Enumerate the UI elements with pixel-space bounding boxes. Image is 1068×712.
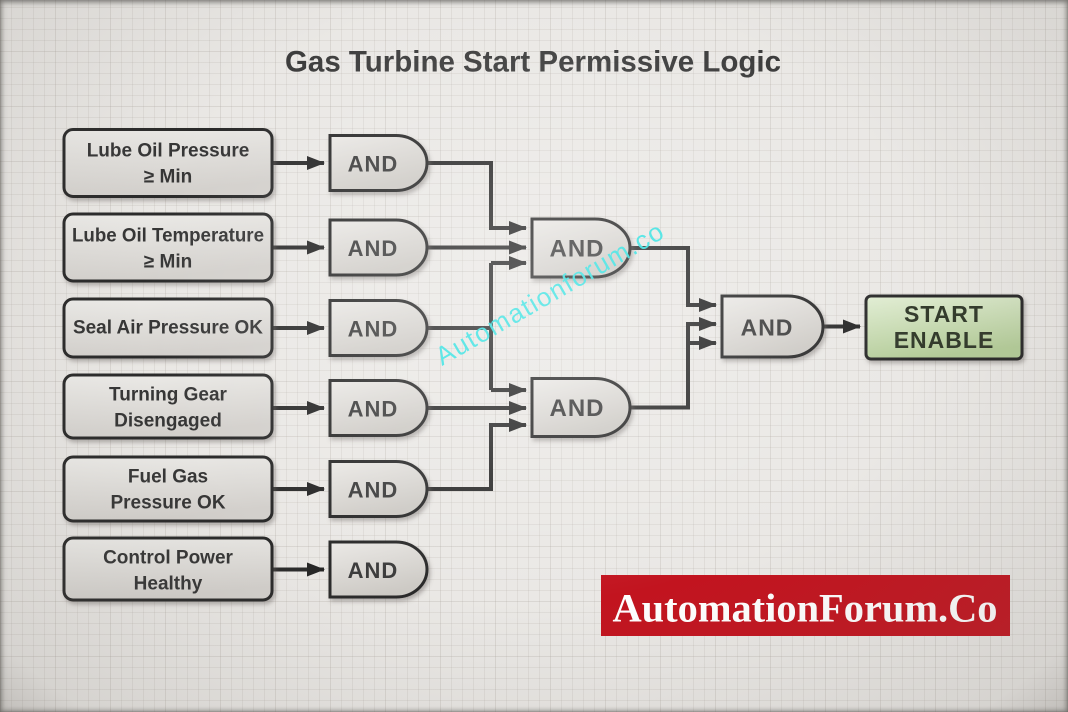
- and-gate-mid-upper-label: AND: [550, 236, 605, 263]
- and-gate-input-4-label: AND: [348, 397, 399, 422]
- and-gate-input-4: AND: [328, 379, 429, 437]
- start-enable-bg: [864, 294, 1024, 361]
- start-enable-line1: START: [904, 301, 984, 327]
- and-gate-input-3-label: AND: [348, 317, 399, 342]
- connector-midupper-final: [630, 246, 717, 312]
- brand-banner: AutomationForum.Co: [601, 575, 1010, 636]
- input-box-1-line2: ≥ Min: [144, 167, 192, 188]
- input-box-fuel-gas-pressure: Fuel Gas Pressure OK: [62, 455, 274, 523]
- input-boxes: Lube Oil Pressure ≥ Min Lube Oil Tempera…: [62, 128, 274, 602]
- and-gate-input-1-shape: [328, 134, 429, 192]
- input-box-4-bg: [62, 373, 274, 440]
- and-gate-input-6: AND: [328, 540, 429, 599]
- and-gate-input-6-label: AND: [348, 558, 399, 583]
- connectors: [272, 156, 861, 577]
- start-enable-line2: ENABLE: [894, 327, 995, 353]
- and-gate-final-label: AND: [741, 315, 794, 341]
- and-gate-input-2-shape: [328, 218, 429, 277]
- and-gate-input-2: AND: [328, 218, 429, 277]
- mid-and-gates: AND AND: [530, 217, 632, 438]
- input-box-6-line2: Healthy: [134, 574, 203, 595]
- input-box-4-line1: Turning Gear: [109, 385, 227, 406]
- connector-midlower-final: [630, 317, 717, 410]
- input-box-6-line1: Control Power: [103, 548, 233, 569]
- diagram-title: Gas Turbine Start Permissive Logic: [285, 46, 781, 79]
- input-box-seal-air-pressure: Seal Air Pressure OK: [62, 297, 274, 359]
- input-box-lube-oil-temperature: Lube Oil Temperature ≥ Min: [62, 212, 274, 283]
- connector-gate5-midlower: [427, 418, 527, 491]
- and-gate-input-3: AND: [328, 299, 429, 357]
- and-gate-input-4-shape: [328, 379, 429, 437]
- input-box-turning-gear: Turning Gear Disengaged: [62, 373, 274, 440]
- input-box-6-bg: [62, 536, 274, 602]
- input-box-5-line1: Fuel Gas: [128, 467, 208, 488]
- brand-banner-label: AutomationForum.Co: [613, 586, 998, 631]
- connector-gate1-midupper: [427, 161, 527, 235]
- input-box-3-bg: [62, 297, 274, 359]
- and-gate-input-5-label: AND: [348, 478, 399, 503]
- input-and-gates: AND AND AND AND AND AND: [328, 134, 429, 599]
- and-gate-mid-lower-label: AND: [550, 395, 605, 422]
- input-box-control-power: Control Power Healthy: [62, 536, 274, 602]
- and-gate-input-5: AND: [328, 460, 429, 518]
- input-box-4-line2: Disengaged: [114, 411, 222, 432]
- and-gate-input-1: AND: [328, 134, 429, 192]
- and-gate-final-shape: [720, 294, 825, 359]
- input-box-2-line2: ≥ Min: [144, 252, 192, 273]
- input-box-2-bg: [62, 212, 274, 283]
- and-gate-mid-lower-shape: [530, 377, 632, 438]
- and-gate-mid-upper-shape: [530, 217, 632, 279]
- and-gate-input-1-label: AND: [348, 152, 399, 177]
- input-box-1-bg: [62, 128, 274, 198]
- and-gate-input-5-shape: [328, 460, 429, 518]
- brand-banner-bg: [601, 575, 1010, 636]
- input-box-5-line2: Pressure OK: [110, 493, 225, 514]
- input-box-1-line1: Lube Oil Pressure: [87, 141, 250, 162]
- and-gate-input-3-shape: [328, 299, 429, 357]
- input-box-5-bg: [62, 455, 274, 523]
- input-box-lube-oil-pressure: Lube Oil Pressure ≥ Min: [62, 128, 274, 198]
- and-gate-final: AND: [720, 294, 825, 359]
- and-gate-input-6-shape: [328, 540, 429, 599]
- input-box-2-line1: Lube Oil Temperature: [72, 226, 264, 247]
- and-gate-input-2-label: AND: [348, 236, 399, 261]
- start-enable-box: START ENABLE: [864, 294, 1024, 361]
- input-box-3-line1: Seal Air Pressure OK: [73, 318, 263, 339]
- and-gate-mid-lower: AND: [530, 377, 632, 438]
- and-gate-mid-upper: AND: [530, 217, 632, 279]
